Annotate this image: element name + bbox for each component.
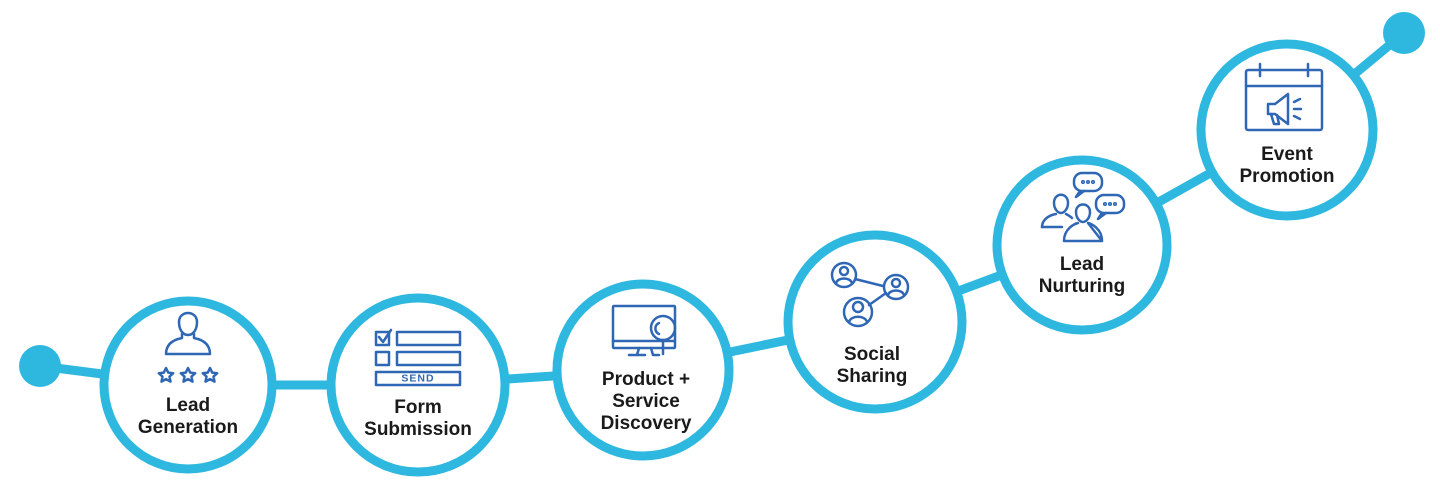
step-label-product-service-discovery: Product + Service Discovery (600, 369, 692, 434)
step-label-social-sharing: Social Sharing (836, 344, 908, 387)
group-chat-icon (1040, 171, 1126, 243)
send-label: SEND (401, 373, 434, 385)
step-label-lead-nurturing: Lead Nurturing (1038, 254, 1126, 297)
start-dot (19, 345, 61, 387)
user-rating-icon (157, 311, 219, 383)
end-dot (1383, 12, 1425, 54)
calendar-megaphone-icon (1244, 62, 1324, 132)
step-label-lead-generation: Lead Generation (137, 395, 239, 438)
step-label-form-submission: Form Submission (364, 397, 472, 440)
step-circle-lead-generation (99, 296, 277, 474)
monitor-search-icon (611, 304, 677, 357)
form-send-icon (374, 328, 462, 387)
step-circle-lead-nurturing (992, 155, 1172, 335)
step-circle-product-service-discovery (552, 279, 734, 461)
network-users-icon (830, 261, 910, 328)
step-label-event-promotion: Event Promotion (1239, 144, 1335, 187)
